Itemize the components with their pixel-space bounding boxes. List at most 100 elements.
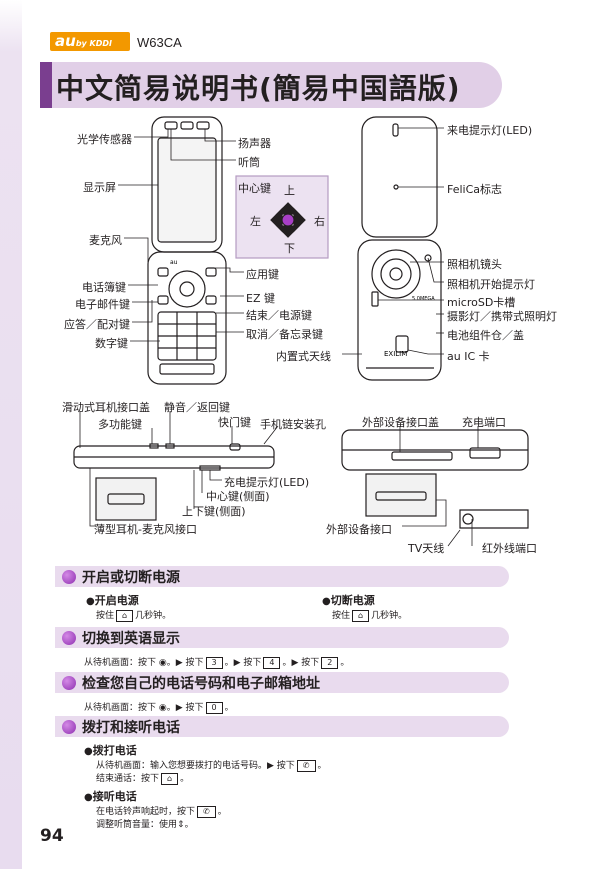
- label-number-keys: 数字键: [95, 337, 128, 350]
- label-incoming-led: 来电提示灯(LED): [447, 124, 533, 137]
- speaker-icon: [196, 121, 210, 130]
- label-microphone: 麦克风: [89, 234, 122, 247]
- end-key-icon: ⌂: [116, 610, 134, 622]
- label-external-port-cover: 外部设备接口盖: [362, 416, 439, 429]
- label-display: 显示屏: [83, 181, 116, 194]
- section-bullet-icon: [62, 570, 76, 584]
- title-band: [40, 62, 502, 108]
- dpad-outer: [168, 270, 206, 308]
- label-infrared-port: 红外线端口: [482, 542, 537, 555]
- label-answer-key: 应答／配对键: [64, 318, 130, 331]
- power-off-heading: ●切断电源: [322, 594, 375, 607]
- label-speaker: 扬声器: [238, 137, 271, 150]
- felica-icon: [393, 184, 399, 190]
- au-ic-card-icon: [395, 335, 409, 353]
- page-title: 中文简易说明书(簡易中国語版): [56, 72, 461, 105]
- camera-lens-icon: [371, 249, 421, 299]
- label-earpiece: 听筒: [238, 156, 260, 169]
- power-off-text: 按住⌂几秒钟。: [332, 610, 408, 622]
- label-photo-light: 摄影灯／携带式照明灯: [447, 310, 557, 323]
- megapixel-mark: 5.0MEGA: [412, 296, 435, 302]
- label-email-key: 电子邮件键: [75, 298, 130, 311]
- bottom-edge-view: [459, 509, 529, 529]
- charging-port-icon: [469, 447, 501, 459]
- section-power-bar: [55, 566, 509, 587]
- front-display: [157, 137, 217, 243]
- label-camera-lens: 照相机镜头: [447, 258, 502, 271]
- front-lower-body: [147, 251, 227, 385]
- make-call-line2: 结束通话：按下⌂。: [96, 773, 190, 785]
- back-lower-body: [357, 239, 442, 381]
- label-ez-key: EZ 键: [246, 292, 275, 305]
- label-shutter-key: 快门键: [218, 416, 251, 429]
- label-right: 右: [314, 215, 325, 228]
- dpad-center: [179, 281, 195, 297]
- label-felica: FeliCa标志: [447, 183, 503, 196]
- label-strap-hole: 手机链安装孔: [260, 418, 326, 431]
- center-dot-icon: [281, 213, 295, 227]
- exilim-mark: EXILIM: [384, 350, 407, 358]
- section-own-number-title: 检查您自己的电话号码和电子邮箱地址: [82, 676, 320, 692]
- label-center-key-side: 中心键(侧面): [206, 490, 270, 503]
- section-power-title: 开启或切断电源: [82, 570, 180, 586]
- label-cancel-memo-key: 取消／备忘录键: [246, 328, 323, 341]
- optical-sensor-icon: [164, 121, 178, 130]
- microsd-slot-icon: [371, 291, 379, 307]
- au-logo: auby KDDI: [50, 32, 130, 51]
- section-bullet-icon: [62, 720, 76, 734]
- make-call-heading: ●拨打电话: [84, 744, 137, 757]
- label-app-key: 应用键: [246, 268, 279, 281]
- side-band: [0, 0, 22, 869]
- label-end-power-key: 结束／电源键: [246, 309, 312, 322]
- model-name: W63CA: [137, 35, 182, 50]
- earpiece-icon: [180, 121, 194, 130]
- label-center-key: 中心键: [238, 182, 271, 195]
- section-calls-title: 拨打和接听电话: [82, 720, 180, 736]
- earphone-jack-inset: [95, 477, 157, 521]
- label-thin-earphone-jack: 薄型耳机-麦克风接口: [94, 523, 197, 536]
- label-phonebook-key: 电话簿键: [82, 281, 126, 294]
- label-battery-cover: 电池组件仓／盖: [447, 329, 524, 342]
- end-key-icon: ⌂: [352, 610, 370, 622]
- power-on-heading: ●开启电源: [86, 594, 139, 607]
- section-bullet-icon: [62, 676, 76, 690]
- label-charging-port: 充电端口: [462, 416, 506, 429]
- label-tv-antenna: TV天线: [408, 542, 445, 555]
- section-own-number-bar: [55, 672, 509, 693]
- title-accent: [40, 62, 52, 108]
- answer-call-line1: 在电话铃声响起时，按下✆。: [96, 806, 227, 818]
- label-external-port: 外部设备接口: [326, 523, 392, 536]
- infrared-port-icon: [462, 513, 474, 525]
- label-mute-back-key: 静音／返回键: [164, 401, 230, 414]
- incoming-led-icon: [392, 123, 399, 137]
- section-english-bar: [55, 627, 509, 648]
- front-au-mark: au: [170, 259, 178, 266]
- label-internal-antenna: 内置式天线: [276, 350, 331, 363]
- label-slide-earphone-cover: 滑动式耳机接口盖: [62, 401, 150, 414]
- back-upper-body: [361, 116, 438, 238]
- label-multi-function-key: 多功能键: [98, 418, 142, 431]
- end-key-icon: ⌂: [161, 773, 179, 785]
- label-left: 左: [250, 215, 261, 228]
- volume-key-icon: ⇕: [177, 820, 185, 830]
- label-au-ic-card: au IC 卡: [447, 350, 490, 363]
- label-optical-sensor: 光学传感器: [77, 133, 132, 146]
- label-camera-indicator: 照相机开始提示灯: [447, 278, 535, 291]
- section-bullet-icon: [62, 631, 76, 645]
- external-port-icon: [391, 451, 453, 461]
- phone-diagram: au EXILIM 5.0MEGA: [73, 116, 529, 547]
- make-call-line1: 从待机画面：输入您想要拨打的电话号码。▶ 按下✆。: [96, 760, 327, 772]
- section-english-title: 切换到英语显示: [82, 631, 180, 647]
- section-calls-bar: [55, 716, 509, 737]
- label-updown-key-side: 上下键(侧面): [182, 505, 246, 518]
- label-charging-led: 充电提示灯(LED): [224, 476, 310, 489]
- page-number: 94: [40, 826, 64, 846]
- call-key-icon: ✆: [296, 760, 316, 772]
- external-port-inset: [365, 473, 437, 517]
- power-on-text: 按住⌂几秒钟。: [96, 610, 172, 622]
- label-microsd: microSD卡槽: [447, 296, 516, 309]
- answer-call-heading: ●接听电话: [84, 790, 137, 803]
- answer-call-line2: 调整听筒音量：使用⇕。: [96, 820, 194, 830]
